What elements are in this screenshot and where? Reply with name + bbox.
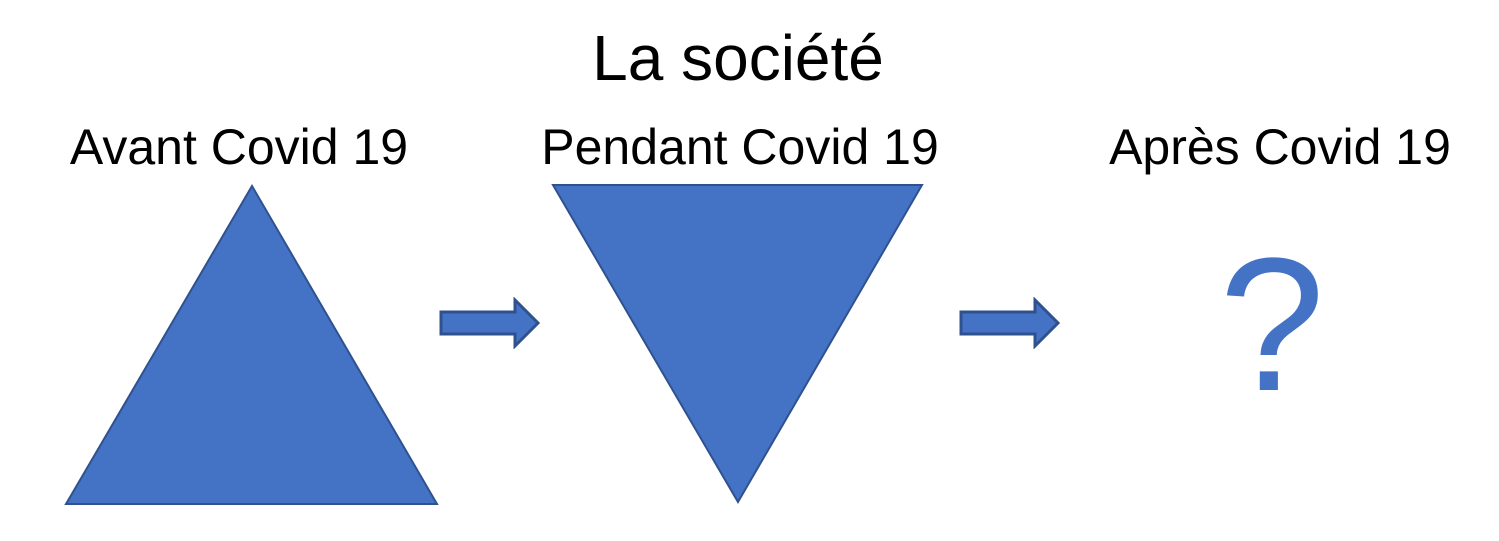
triangle-down-polygon [551, 184, 924, 504]
question-mark-symbol: ? [1219, 219, 1325, 431]
triangle-up-shape [64, 184, 439, 505]
arrow-right-icon [439, 297, 541, 349]
slide-title: La société [592, 22, 884, 94]
triangle-down-shape [551, 184, 924, 504]
arrow-right-icon [959, 297, 1061, 349]
stage-label-pendant-covid: Pendant Covid 19 [541, 119, 939, 175]
arrow-right-polygon [959, 297, 1061, 349]
stage-label-avant-covid: Avant Covid 19 [69, 119, 409, 175]
arrow-right-polygon [439, 297, 541, 349]
stage-label-apres-covid: Après Covid 19 [1109, 119, 1451, 175]
triangle-up-polygon [64, 184, 439, 505]
